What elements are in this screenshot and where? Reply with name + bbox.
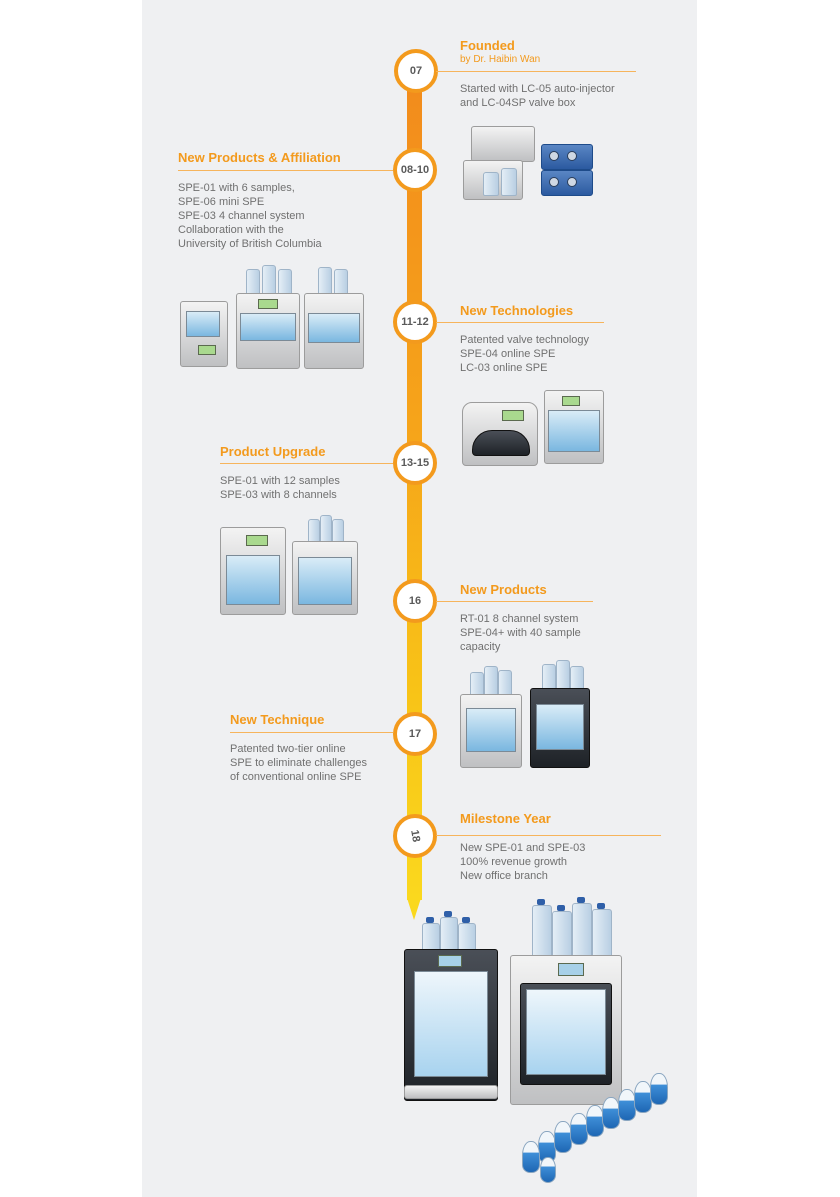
connector-line: [436, 835, 661, 836]
description-line: SPE-03 4 channel system: [178, 210, 305, 222]
timeline-node-11-12: 11-12: [393, 300, 437, 344]
description-line: University of British Columbia: [178, 238, 322, 250]
timeline-node-08-10: 08-10: [393, 148, 437, 192]
spe01-spe03-upgrade-image: [220, 515, 360, 615]
description-line: SPE-06 mini SPE: [178, 196, 265, 208]
milestone-description: Patented two-tier online SPE to eliminat…: [230, 742, 367, 784]
connector-line: [230, 732, 393, 733]
description-line: Patented two-tier online: [230, 743, 346, 755]
timeline-node-18: 18: [393, 814, 437, 858]
timeline-node-17: 17: [393, 712, 437, 756]
milestone-description: SPE-01 with 6 samples, SPE-06 mini SPE S…: [178, 181, 322, 251]
milestone-title-founded: Founded: [460, 38, 515, 53]
milestone-title-new-technique: New Technique: [230, 712, 325, 727]
connector-line: [220, 463, 393, 464]
timeline-node-16: 16: [393, 579, 437, 623]
description-line: LC-03 online SPE: [460, 362, 548, 374]
connector-line: [436, 71, 636, 72]
connector-line: [436, 322, 604, 323]
rt01-spe04plus-image: [460, 660, 590, 768]
description-line: New office branch: [460, 870, 548, 882]
spe04-lc03-instruments-image: [462, 390, 607, 468]
new-spe01-spe03-image: [400, 895, 675, 1185]
description-line: RT-01 8 channel system: [460, 613, 579, 625]
description-line: SPE-01 with 6 samples,: [178, 182, 295, 194]
description-line: capacity: [460, 641, 501, 653]
milestone-subtitle-founded: by Dr. Haibin Wan: [460, 54, 541, 65]
description-line: Collaboration with the: [178, 224, 284, 236]
milestone-description: Patented valve technology SPE-04 online …: [460, 333, 589, 375]
milestone-title-milestone-year: Milestone Year: [460, 811, 551, 826]
connector-line: [178, 170, 393, 171]
connector-line: [436, 601, 593, 602]
description-line: SPE-01 with 12 samples: [220, 475, 340, 487]
description-line: New SPE-01 and SPE-03: [460, 842, 586, 854]
description-line: 100% revenue growth: [460, 856, 568, 868]
description-line: and LC-04SP valve box: [460, 97, 576, 109]
timeline-arrow-tip: [407, 898, 421, 920]
spe-instruments-image: [178, 263, 368, 371]
timeline-node-07: 07: [394, 49, 438, 93]
milestone-description: Started with LC-05 auto-injector and LC-…: [460, 82, 615, 110]
description-line: Started with LC-05 auto-injector: [460, 83, 615, 95]
description-line: SPE to eliminate challenges: [230, 757, 367, 769]
milestone-description: New SPE-01 and SPE-03 100% revenue growt…: [460, 841, 585, 883]
milestone-description: SPE-01 with 12 samples SPE-03 with 8 cha…: [220, 474, 340, 502]
description-line: of conventional online SPE: [230, 771, 362, 783]
description-line: Patented valve technology: [460, 334, 590, 346]
description-line: SPE-04 online SPE: [460, 348, 556, 360]
lc05-autoinjector-image: [463, 122, 613, 207]
description-line: SPE-04+ with 40 sample: [460, 627, 581, 639]
milestone-title-new-technologies: New Technologies: [460, 303, 574, 318]
timeline-node-13-15: 13-15: [393, 441, 437, 485]
milestone-title-new-products: New Products: [460, 582, 547, 597]
milestone-description: RT-01 8 channel system SPE-04+ with 40 s…: [460, 612, 581, 654]
milestone-title-new-products-affiliation: New Products & Affiliation: [178, 150, 341, 165]
description-line: SPE-03 with 8 channels: [220, 489, 337, 501]
milestone-title-product-upgrade: Product Upgrade: [220, 444, 326, 459]
